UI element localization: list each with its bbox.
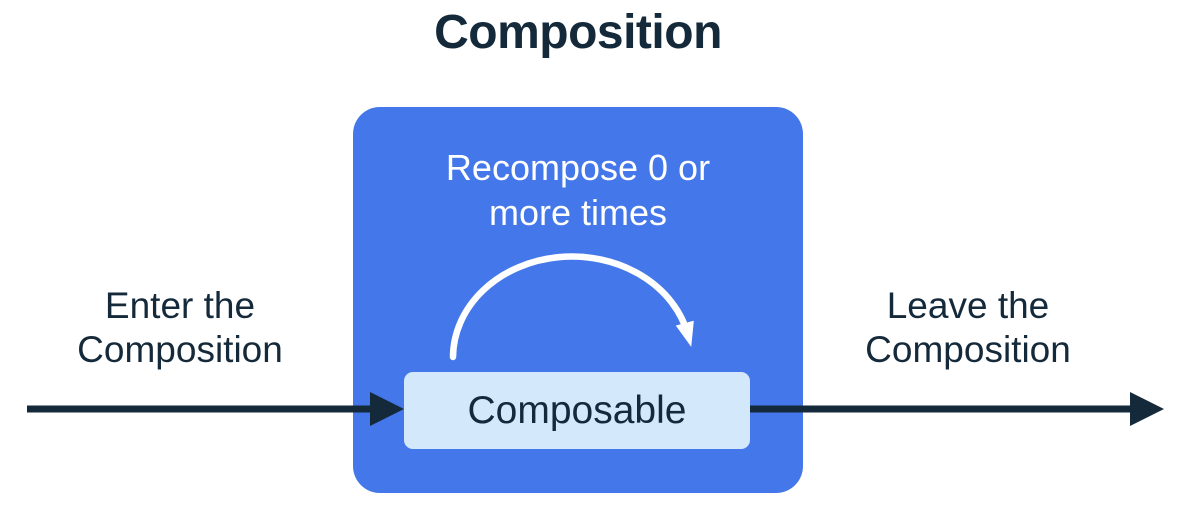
diagram-title: Composition <box>434 6 722 59</box>
leave-label: Leave the Composition <box>865 285 1071 370</box>
recompose-label: Recompose 0 or more times <box>445 147 711 233</box>
composable-node: Composable <box>404 372 750 449</box>
composable-label: Composable <box>467 388 687 432</box>
leave-arrow-icon <box>749 392 1164 426</box>
enter-arrow-icon <box>27 392 404 426</box>
enter-label: Enter the Composition <box>77 285 283 370</box>
leave-arrowhead-icon <box>1130 392 1164 426</box>
